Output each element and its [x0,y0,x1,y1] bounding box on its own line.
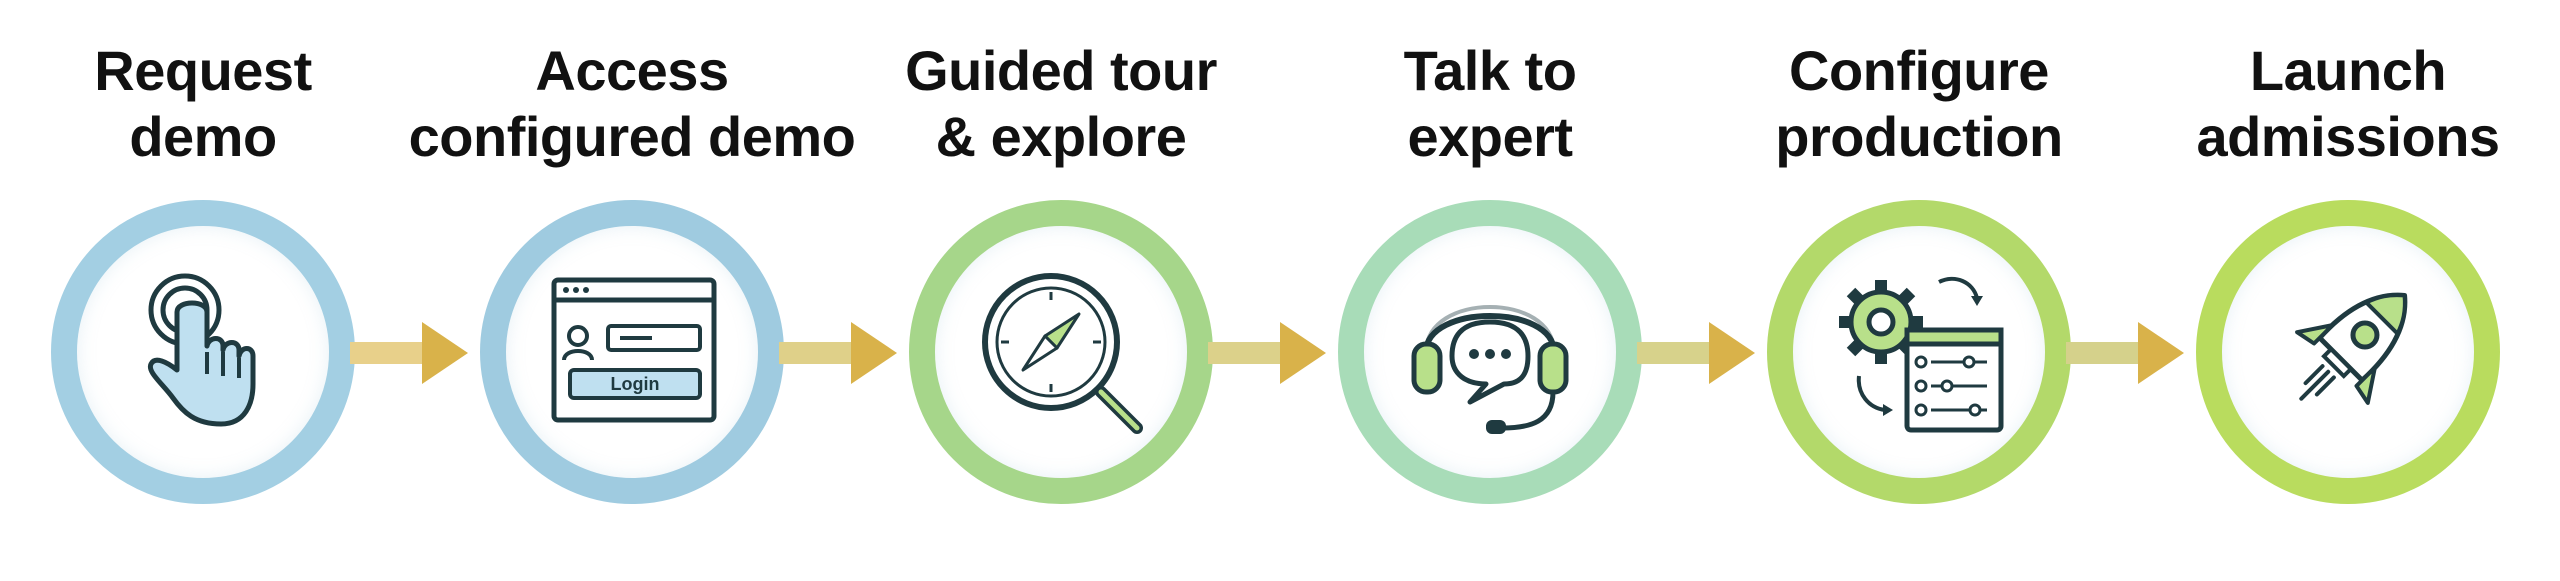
step-label: Launch admissions [2196,38,2500,178]
step-label-line2: admissions [2196,105,2500,168]
flow-arrow [1637,322,1755,384]
step-circle [51,200,355,504]
step-label-line2: demo [129,105,277,168]
step-request-demo: Request demo [0,0,418,581]
step-label-line2: production [1775,105,2063,168]
step-label-line1: Launch [2249,39,2447,102]
step-label: Configure production [1775,38,2063,178]
step-label: Access configured demo [409,38,856,178]
step-circle [1767,200,2071,504]
compass-magnifier-icon [982,273,1143,434]
step-label-line2: & explore [935,105,1187,168]
flow-arrow [2066,322,2184,384]
step-label-line1: Access [535,39,729,102]
step-configure-production: Configure production [1704,0,2134,581]
step-label-line2: expert [1407,105,1573,168]
step-circle [2196,200,2500,504]
rocket-icon [2295,292,2408,405]
step-talk-to-expert: Talk to expert [1275,0,1705,581]
step-launch-admissions: Launch admissions [2133,0,2560,581]
flow-arrow [1208,322,1326,384]
step-label-line2: configured demo [408,105,856,168]
flow-arrow [350,322,468,384]
step-label: Talk to expert [1404,38,1577,178]
step-circle: Login [480,200,784,504]
headset-chat-icon [1411,305,1569,434]
step-label-line1: Talk to [1403,39,1577,102]
step-label-line1: Guided tour [905,39,1217,102]
step-label: Guided tour & explore [905,38,1217,178]
login-button: Login [611,374,660,394]
login-window-icon: Login [551,277,717,423]
step-label-line1: Configure [1789,39,2049,102]
step-circle [1338,200,1642,504]
step-guided-tour: Guided tour & explore [846,0,1276,581]
step-label: Request demo [94,38,312,178]
step-label-line1: Request [94,39,312,102]
gear-settings-icon [1839,276,2004,433]
flow-arrow [779,322,897,384]
step-circle [909,200,1213,504]
hand-tap-icon [147,273,256,427]
step-access-configured-demo: Access configured demo Login [409,0,856,581]
